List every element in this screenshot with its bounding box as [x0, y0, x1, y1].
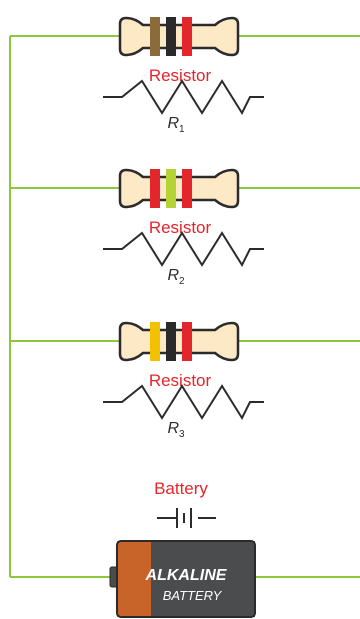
resistor-3-symbol: R	[167, 420, 179, 437]
resistor-3-band-2	[166, 322, 176, 361]
resistor-3-body	[118, 321, 240, 362]
resistor-3-band-3	[182, 322, 192, 361]
resistor-2-band-1	[150, 169, 160, 208]
resistor-1-symbol: R	[167, 115, 179, 132]
resistor-3-name: R3	[167, 420, 185, 440]
battery-brand-text: ALKALINE	[145, 567, 228, 584]
battery-type-text: BATTERY	[163, 588, 223, 603]
resistor-2-band-2	[166, 169, 176, 208]
resistor-2-subscript: 2	[179, 276, 185, 287]
resistor-2-name: R2	[167, 267, 185, 287]
resistor-1: Resistor R1	[103, 16, 264, 135]
resistor-3-zigzag-symbol	[103, 384, 264, 421]
resistor-1-body	[118, 16, 240, 57]
resistor-3: Resistor R3	[103, 321, 264, 440]
resistor-3-label: Resistor	[149, 371, 212, 390]
resistor-3-band-1	[150, 322, 160, 361]
resistor-2-label: Resistor	[149, 218, 212, 237]
alkaline-battery: ALKALINE BATTERY	[109, 540, 256, 618]
resistor-1-subscript: 1	[179, 124, 185, 135]
battery-label: Battery	[154, 479, 208, 498]
resistor-1-label: Resistor	[149, 66, 212, 85]
resistor-1-zigzag-symbol	[103, 79, 264, 116]
resistor-2: Resistor R2	[103, 168, 264, 287]
battery-outline	[116, 540, 256, 618]
resistor-2-body	[118, 168, 240, 209]
resistor-1-band-1	[150, 17, 160, 56]
resistor-2-symbol: R	[167, 267, 179, 284]
circuit-wires	[9, 35, 360, 578]
resistor-2-zigzag-symbol	[103, 231, 264, 268]
battery-schematic-symbol	[157, 508, 216, 528]
resistor-1-band-2	[166, 17, 176, 56]
resistor-2-band-3	[182, 169, 192, 208]
resistor-1-band-3	[182, 17, 192, 56]
resistor-3-subscript: 3	[179, 429, 185, 440]
battery-dark-body	[151, 541, 255, 617]
battery-symbol-group: Battery	[154, 479, 216, 528]
resistor-1-name: R1	[167, 115, 185, 135]
